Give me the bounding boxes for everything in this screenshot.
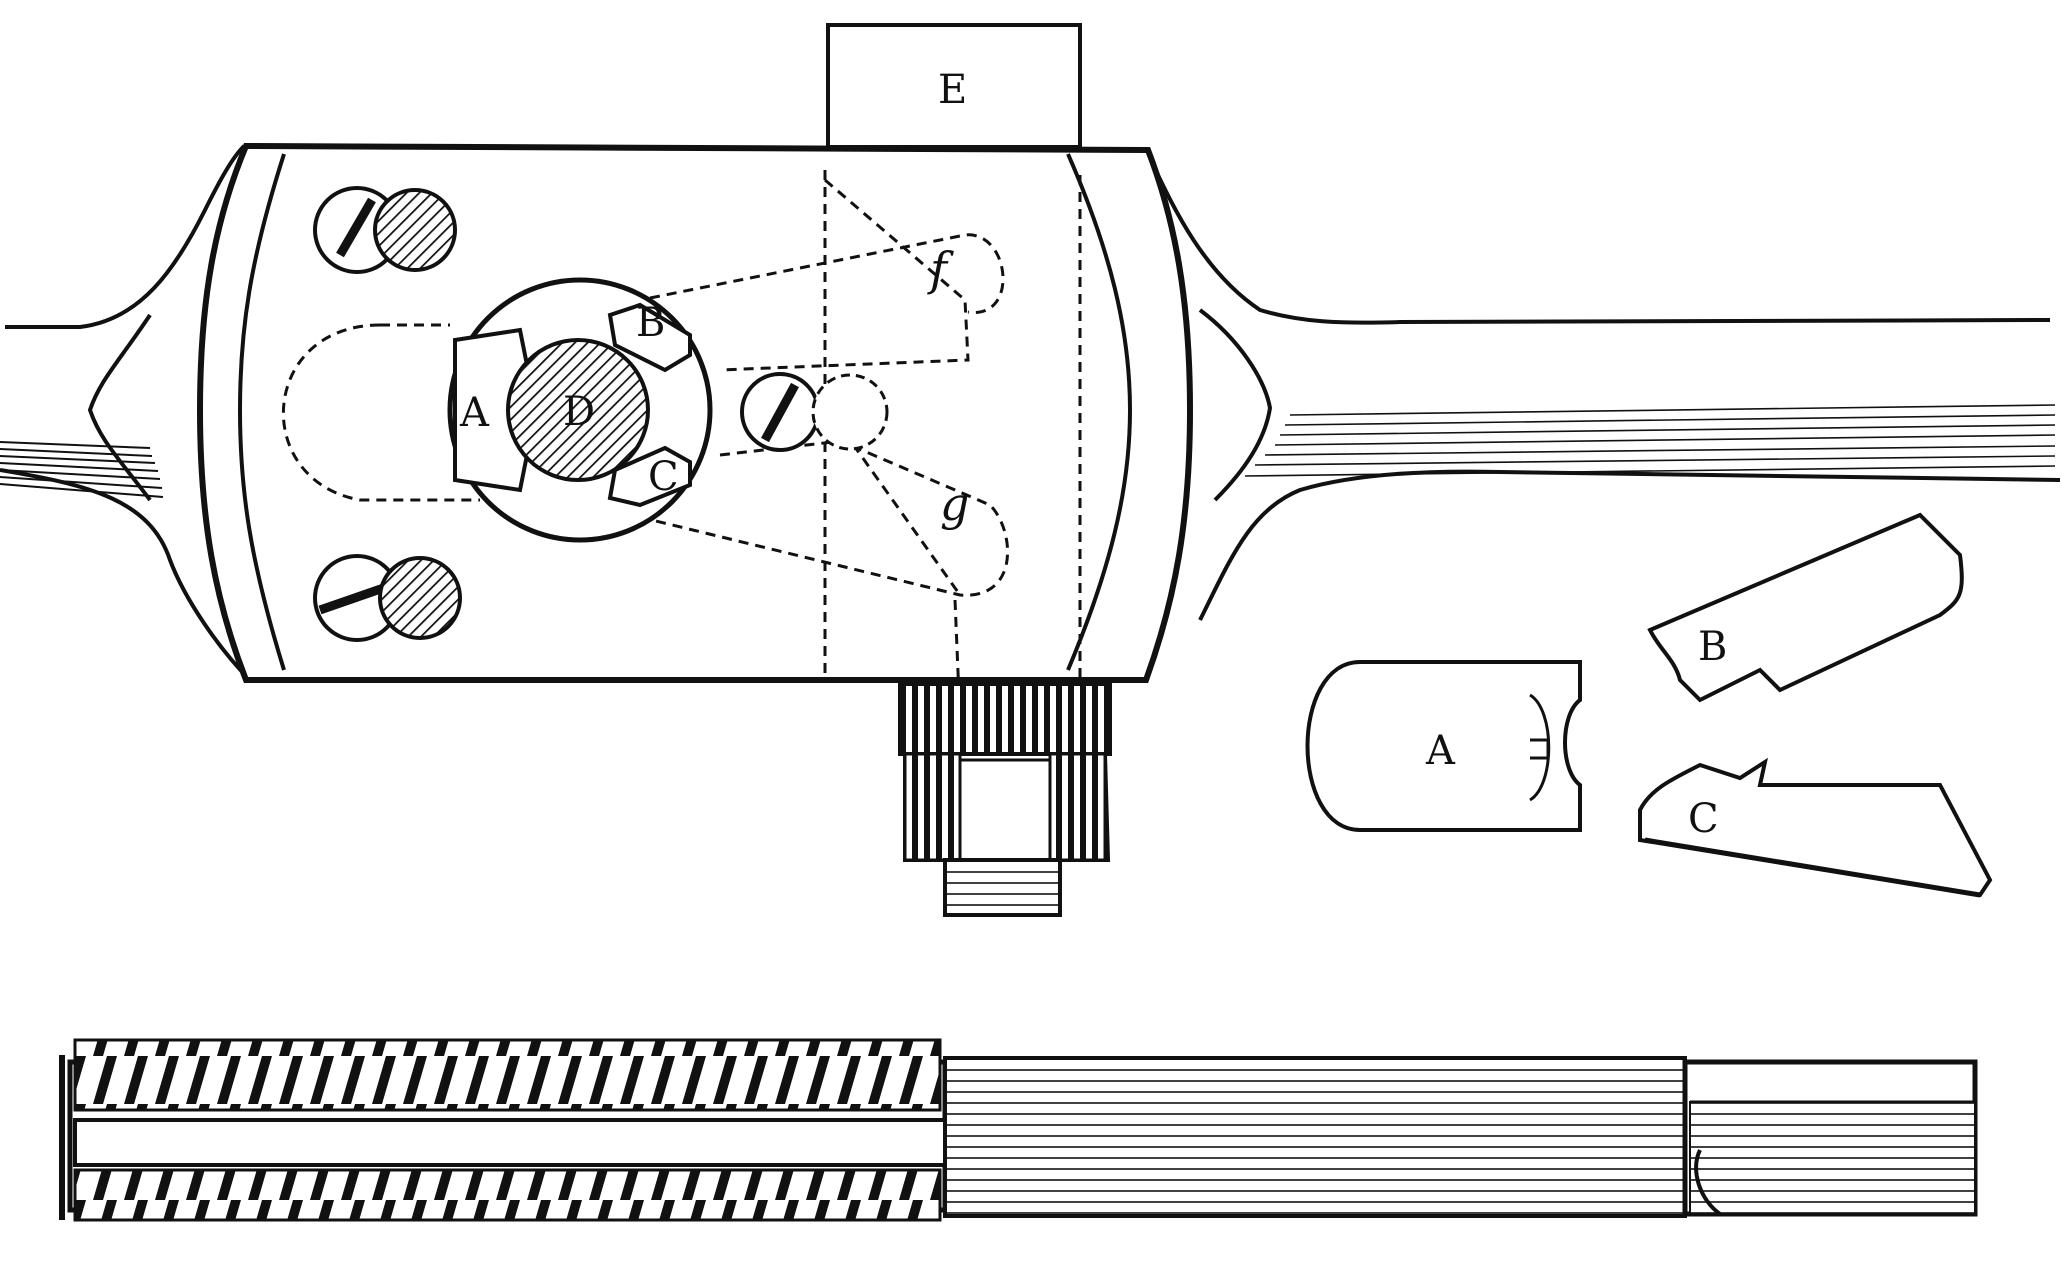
body-inner-curves	[237, 153, 1133, 671]
label-a: A	[459, 390, 490, 436]
screw-bottom-left	[313, 554, 462, 642]
wrench-handle-right	[1144, 149, 2061, 621]
screw-center	[740, 372, 889, 452]
label-e: E	[938, 67, 967, 113]
handle-right-shading	[1244, 404, 2056, 477]
piece-b-label: B	[1698, 624, 1727, 670]
die-piece-c	[607, 445, 692, 508]
label-c: C	[648, 454, 679, 500]
dashed-hidden-lines	[281, 170, 1082, 721]
die-piece-a-detached	[1305, 660, 1582, 832]
label-d: D	[563, 389, 595, 435]
handle-left-boss	[87, 313, 152, 502]
wrench-handle-left	[0, 144, 252, 682]
die-d-hatched	[506, 338, 650, 482]
label-g: g	[940, 477, 969, 531]
clamp-nut	[898, 682, 1112, 917]
label-b: B	[636, 300, 665, 346]
screw-top-left	[313, 186, 457, 274]
die-piece-c-detached	[1638, 757, 1993, 898]
die-holder	[447, 277, 713, 543]
part-e-block	[826, 23, 1082, 149]
tap-tool	[59, 1038, 1978, 1222]
die-piece-b	[607, 302, 692, 373]
piece-c-label: C	[1688, 796, 1719, 842]
handle-left-shading	[0, 441, 164, 498]
piece-a-label: A	[1425, 728, 1456, 774]
die-piece-b-detached	[1647, 512, 1964, 703]
